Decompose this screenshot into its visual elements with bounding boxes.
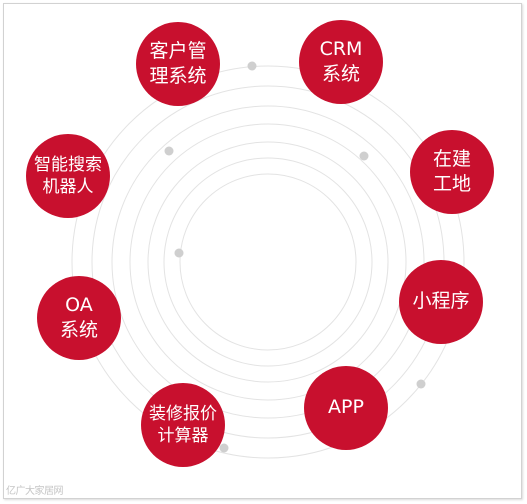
watermark: 亿广大家居网 <box>6 486 64 497</box>
node-app: APP <box>304 366 388 450</box>
ring <box>71 65 465 459</box>
ring <box>111 105 425 419</box>
node-renovation-calculator: 装修报价 计算器 <box>141 383 225 467</box>
node-crm-system: CRM 系统 <box>299 20 383 104</box>
ring-dot <box>247 61 257 71</box>
ring-dot <box>219 443 229 453</box>
ring <box>147 141 389 383</box>
ring <box>163 157 373 367</box>
node-oa-system: OA 系统 <box>37 276 121 360</box>
ring-dot <box>164 146 174 156</box>
node-mini-program: 小程序 <box>399 260 483 344</box>
ring-dot <box>359 151 369 161</box>
ring <box>129 123 407 401</box>
ring-dot <box>174 248 184 258</box>
node-customer-management: 客户管 理系统 <box>136 22 220 106</box>
node-smart-search-robot: 智能搜索 机器人 <box>26 134 110 218</box>
node-construction-site: 在建 工地 <box>410 130 494 214</box>
ring <box>179 173 357 351</box>
ring-dot <box>416 379 426 389</box>
ring <box>91 85 445 439</box>
